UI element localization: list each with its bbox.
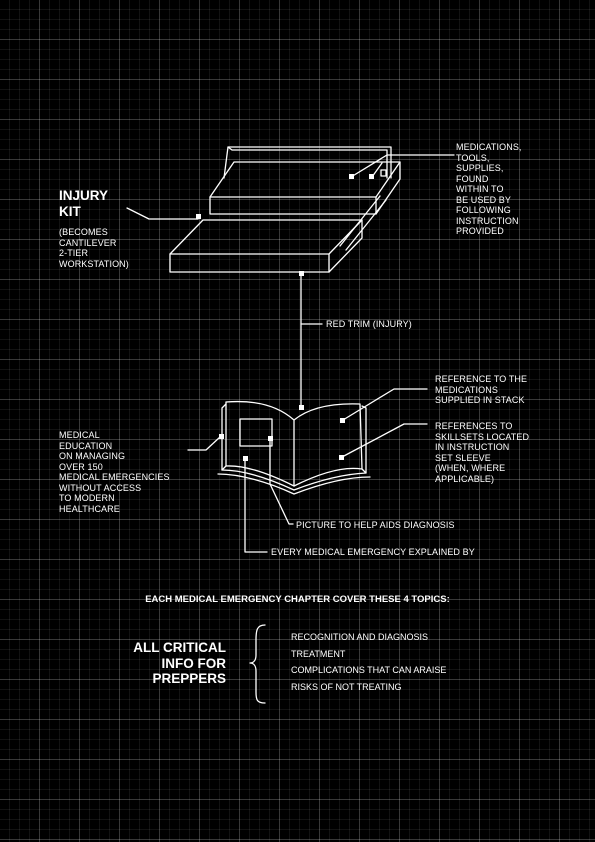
leader-lines xyxy=(126,154,455,704)
chapter-heading: EACH MEDICAL EMERGENCY CHAPTER COVER THE… xyxy=(145,594,450,605)
medical-education-callout: MEDICAL EDUCATION ON MANAGING OVER 150 M… xyxy=(59,430,170,514)
kit-note: (BECOMES CANTILEVER 2-TIER WORKSTATION) xyxy=(59,227,129,269)
medications-callout: MEDICATIONS, TOOLS, SUPPLIES, FOUND WITH… xyxy=(456,142,522,236)
topic-item: RISKS OF NOT TREATING xyxy=(291,681,402,692)
anchor-dots xyxy=(196,174,374,461)
topic-item: TREATMENT xyxy=(291,648,346,659)
red-trim-callout: RED TRIM (INJURY) xyxy=(326,319,412,329)
picture-callout: PICTURE TO HELP AIDS DIAGNOSIS xyxy=(296,520,455,530)
topics-list: RECOGNITION AND DIAGNOSIS TREATMENT COMP… xyxy=(291,632,446,698)
every-emergency-callout: EVERY MEDICAL EMERGENCY EXPLAINED BY xyxy=(271,547,475,557)
reference-skillsets-callout: REFERENCES TO SKILLSETS LOCATED IN INSTR… xyxy=(435,421,530,484)
kit-lower-tray xyxy=(169,195,387,273)
reference-medications-callout: REFERENCE TO THE MEDICATIONS SUPPLIED IN… xyxy=(435,374,528,405)
critical-info-heading: ALL CRITICAL INFO FOR PREPPERS xyxy=(133,640,226,686)
topic-item: RECOGNITION AND DIAGNOSIS xyxy=(291,632,429,642)
book-illustration xyxy=(217,400,371,495)
kit-upper-tray xyxy=(209,146,401,215)
topic-item: COMPLICATIONS THAT CAN ARAISE xyxy=(291,665,447,675)
kit-title: INJURY KIT xyxy=(59,188,109,219)
